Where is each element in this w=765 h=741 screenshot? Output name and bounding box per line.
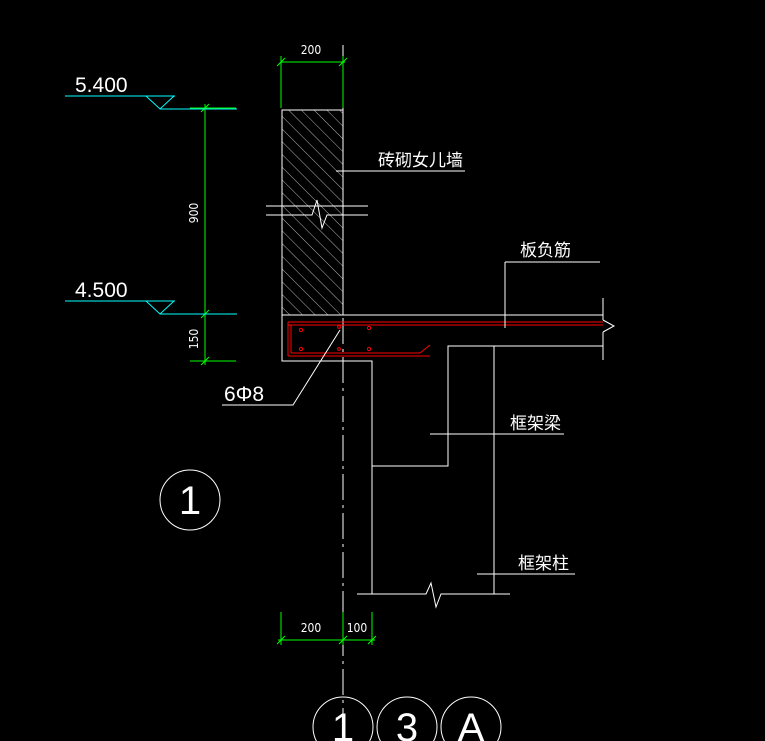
level-bottom-text: 4.500 [75,279,128,302]
rebar-spec-label: 6Φ8 [224,383,264,406]
slab-break-symbol [602,298,616,360]
parapet-wall-label: 砖砌女儿墙 [378,151,463,171]
rebar-spec-leader [222,329,341,406]
height-dimension [190,103,236,366]
level-top-text: 5.400 [75,74,128,97]
bottom-left-dimension-text: 200 [301,621,322,635]
bottom-dimension [276,612,377,645]
top-width-dimension [276,56,348,108]
slab-rebar-leader [504,261,600,328]
axis-bubble-3 [376,696,438,741]
level-marker-bottom [65,300,237,315]
axis-bubble-3-text: 3 [396,706,418,741]
rebar-dots [298,325,372,352]
level-marker-top [65,95,237,110]
axis-bubble-1-text: 1 [332,706,354,741]
detail-number-text: 1 [179,479,201,523]
frame-beam-label: 框架梁 [510,414,561,434]
frame-column-label: 框架柱 [518,554,569,574]
wall-break-symbol [266,199,368,230]
parapet-height-dimension-text: 900 [187,203,201,224]
axis-bubble-1 [312,696,374,741]
frame-column-leader [477,346,575,594]
top-width-dimension-text: 200 [301,43,322,57]
slab-rebar [287,321,603,357]
axis-bubbles [312,696,502,741]
axis-bubble-a [440,696,502,741]
axis-bubble-a-text: A [458,706,485,741]
detail-number-circle [159,469,221,531]
slab-rebar-label: 板负筋 [520,241,571,261]
bottom-right-dimension-text: 100 [347,621,368,635]
slab-thickness-dimension-text: 150 [187,329,201,350]
slab-beam-outline [281,314,603,594]
column-bottom-break [357,581,510,609]
